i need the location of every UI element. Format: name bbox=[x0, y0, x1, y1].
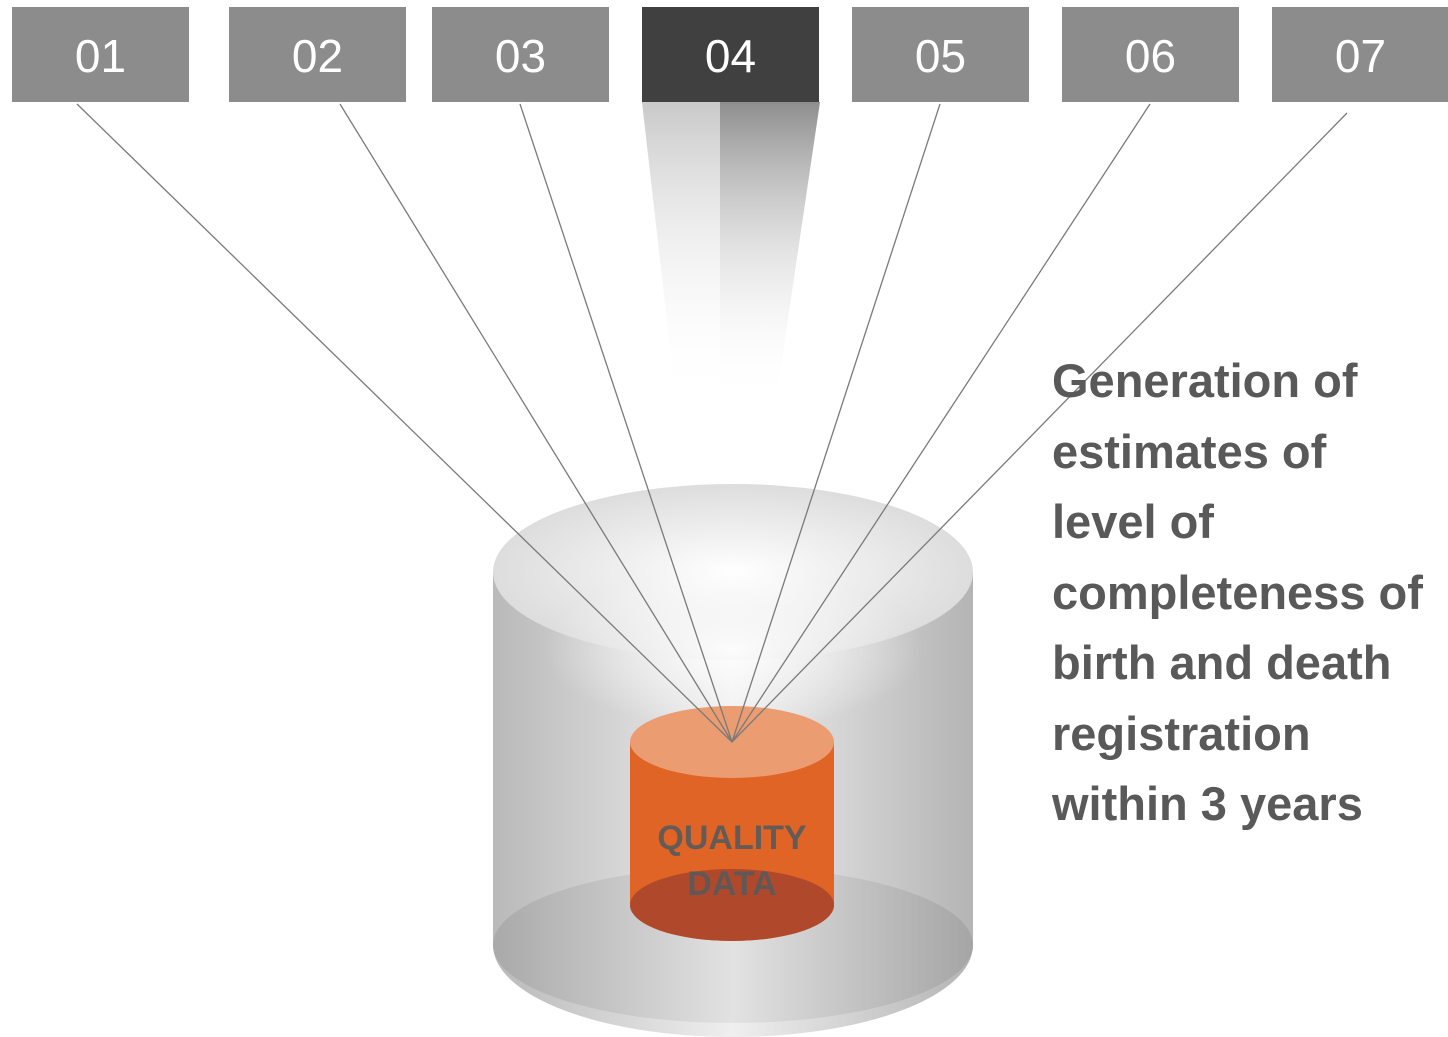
step-box-02[interactable]: 02 bbox=[229, 7, 406, 102]
connector-line-01 bbox=[76, 103, 733, 743]
step-label: 05 bbox=[915, 30, 966, 82]
step-box-bg bbox=[229, 7, 406, 102]
step-box-bg bbox=[432, 7, 609, 102]
connector-line-02 bbox=[339, 103, 733, 743]
step-label: 01 bbox=[75, 30, 126, 82]
step-box-05[interactable]: 05 bbox=[852, 7, 1029, 102]
step-box-01[interactable]: 01 bbox=[12, 7, 189, 102]
step-label: 02 bbox=[292, 30, 343, 82]
step-label: 03 bbox=[495, 30, 546, 82]
step-box-bg bbox=[852, 7, 1029, 102]
step-description: Generation of estimates of level of comp… bbox=[1052, 354, 1423, 830]
step-label: 07 bbox=[1335, 30, 1386, 82]
connector-line-07 bbox=[731, 112, 1348, 743]
connector-line-03 bbox=[519, 103, 733, 743]
step-box-bg bbox=[642, 7, 819, 102]
step-box-07[interactable]: 07 bbox=[1272, 7, 1448, 102]
step-bar: 01 02 03 04 05 06 07 bbox=[12, 7, 1448, 102]
step-box-bg bbox=[12, 7, 189, 102]
step-label: 04 bbox=[705, 30, 756, 82]
step-box-03[interactable]: 03 bbox=[432, 7, 609, 102]
light-beam bbox=[642, 102, 820, 400]
step-box-04[interactable]: 04 bbox=[642, 7, 819, 102]
step-box-bg bbox=[1062, 7, 1239, 102]
outer-cylinder bbox=[493, 484, 973, 1037]
core-label-line2: DATA bbox=[687, 865, 776, 903]
connector-line-05 bbox=[731, 103, 941, 743]
core-label-line1: QUALITY bbox=[657, 819, 807, 857]
step-box-06[interactable]: 06 bbox=[1062, 7, 1239, 102]
step-label: 06 bbox=[1125, 30, 1176, 82]
connector-lines bbox=[76, 103, 1348, 743]
connector-line-06 bbox=[731, 103, 1151, 743]
step-box-bg bbox=[1272, 7, 1448, 102]
